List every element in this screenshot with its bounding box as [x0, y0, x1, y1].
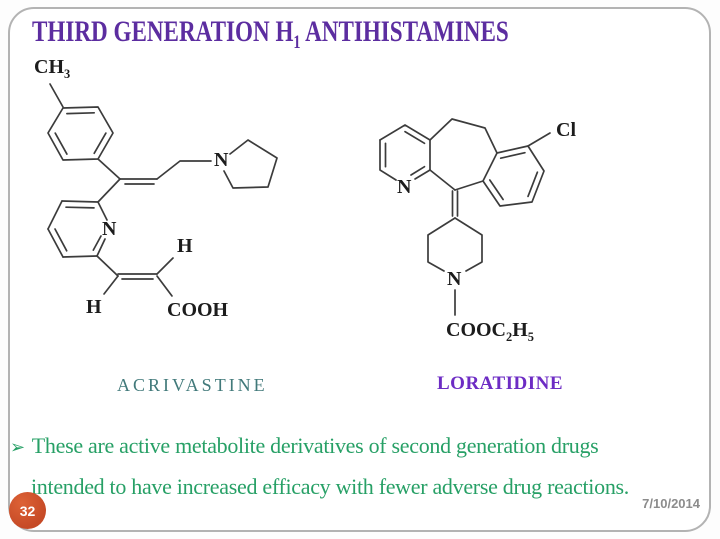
bullet-arrow-icon: ➢ [10, 437, 25, 458]
ester-subscript-5: 5 [527, 330, 534, 344]
ester-hydrogen-text: H [512, 319, 528, 341]
loratidine-name-label: LORATIDINE [437, 373, 564, 394]
slide-title: THIRD GENERATION H1 ANTIHISTAMINES [32, 15, 509, 52]
ester-subscript-2: 2 [506, 330, 513, 344]
methyl-subscript: 3 [64, 67, 71, 81]
piperidine-nitrogen-label: N [447, 268, 462, 290]
bullet-text-2: intended to have increased efficacy with… [31, 474, 629, 499]
acrivastine-structure [47, 83, 278, 297]
slide-date: 7/10/2014 [642, 496, 700, 511]
bullet-line-1: ➢ These are active metabolite derivatives… [10, 433, 599, 459]
acrivastine-pyridine-nitrogen-label: N [102, 218, 117, 240]
title-prefix: THIRD GENERATION H [32, 15, 294, 48]
chloro-label: Cl [556, 119, 576, 141]
title-suffix: ANTIHISTAMINES [300, 15, 509, 48]
methyl-label: CH3 [34, 56, 70, 80]
pyrrolidine-nitrogen-label: N [214, 149, 229, 171]
acrivastine-name-label: ACRIVASTINE [117, 375, 268, 395]
ester-label: COOC2H5 [446, 319, 534, 343]
bullet-line-2: intended to have increased efficacy with… [31, 474, 629, 500]
ester-text: COOC [446, 319, 506, 341]
bullet-text-1: These are active metabolite derivatives … [31, 433, 599, 458]
carboxyl-label: COOH [167, 299, 229, 321]
loratidine-structure [379, 118, 551, 316]
vinyl-hydrogen-upper-label: H [177, 235, 193, 257]
methyl-text: CH [34, 56, 64, 78]
vinyl-hydrogen-lower-label: H [86, 296, 102, 318]
title-subscript: 1 [293, 32, 301, 53]
loratidine-pyridine-nitrogen-label: N [397, 176, 412, 198]
slide-border [8, 7, 711, 532]
page-number: 32 [19, 502, 36, 519]
page-number-badge: 32 [9, 492, 46, 529]
